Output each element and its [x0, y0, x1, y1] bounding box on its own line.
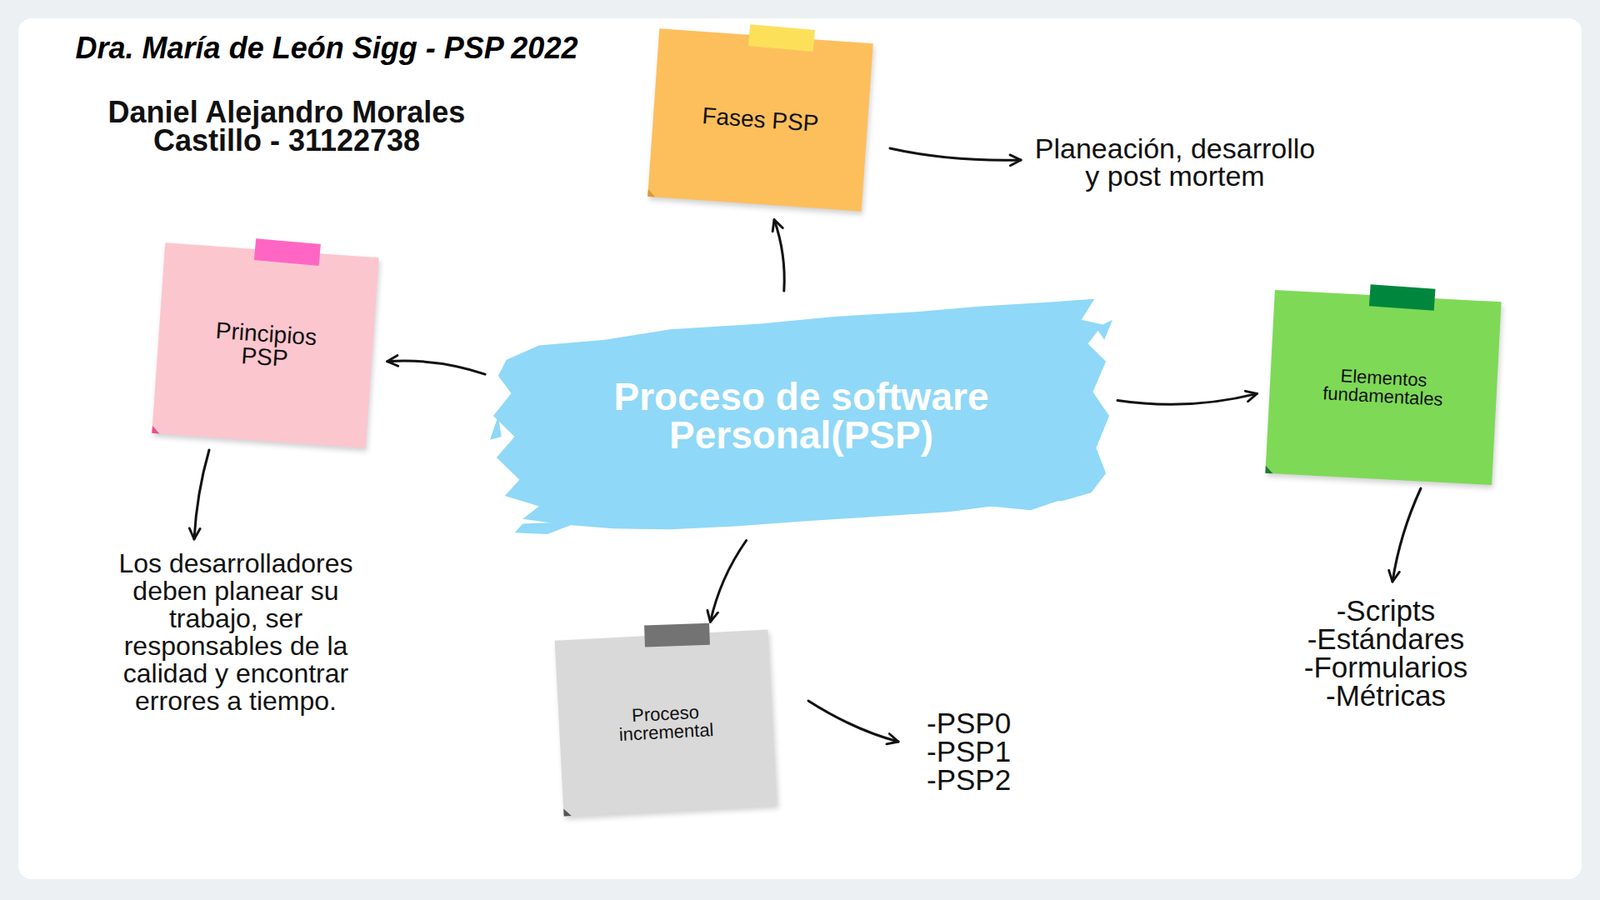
list-item: -Formularios [1260, 653, 1511, 682]
node-title: Elementos fundamentales [1307, 365, 1460, 410]
node-title: Proceso incremental [602, 701, 730, 745]
leader-arrow [1392, 488, 1421, 582]
connector-arrow [774, 220, 785, 292]
tape-strip [748, 24, 815, 52]
brush-fill [493, 299, 1110, 530]
tape-strip [1369, 284, 1436, 310]
sticky-note: Fases PSP [647, 28, 873, 211]
folded-corner [151, 425, 160, 435]
student-name: Daniel Alejandro Morales Castillo - 3112… [61, 98, 512, 155]
sticky-note: Elementos fundamentales [1265, 290, 1501, 485]
folded-corner [1265, 465, 1273, 474]
connector-arrow [710, 540, 746, 623]
tape-strip [644, 623, 710, 648]
phases-note: Planeación, desarrollo y post mortem [1033, 135, 1317, 190]
node-title: Principios PSP [193, 317, 338, 375]
folded-corner [647, 189, 656, 198]
list-item: -Métricas [1260, 681, 1511, 710]
sticky-note: Principios PSP [151, 242, 379, 448]
list-item: -Estándares [1260, 625, 1511, 654]
brush-drip [490, 320, 1113, 535]
connector-arrow [387, 360, 485, 375]
author-heading: Dra. María de León Sigg - PSP 2022 [60, 33, 594, 63]
leader-arrow [808, 700, 899, 742]
sticky-note: Proceso incremental [555, 629, 778, 816]
tape-strip [254, 238, 321, 266]
list-item: -PSP0 [926, 709, 1094, 738]
node-title: Proceso de software Personal(PSP) [568, 377, 1035, 455]
leader-arrow [890, 148, 1021, 160]
folded-corner [563, 808, 571, 816]
leader-arrow [194, 450, 210, 540]
list-item: -Scripts [1260, 596, 1511, 625]
principles-note: Los desarrolladores deben planear su tra… [102, 550, 370, 715]
list-item: -PSP1 [926, 737, 1094, 766]
central-topic: Proceso de software Personal(PSP) [490, 295, 1113, 536]
list-item: -PSP2 [926, 765, 1094, 795]
node-title: Fases PSP [701, 104, 820, 136]
connector-arrow [1117, 393, 1257, 405]
